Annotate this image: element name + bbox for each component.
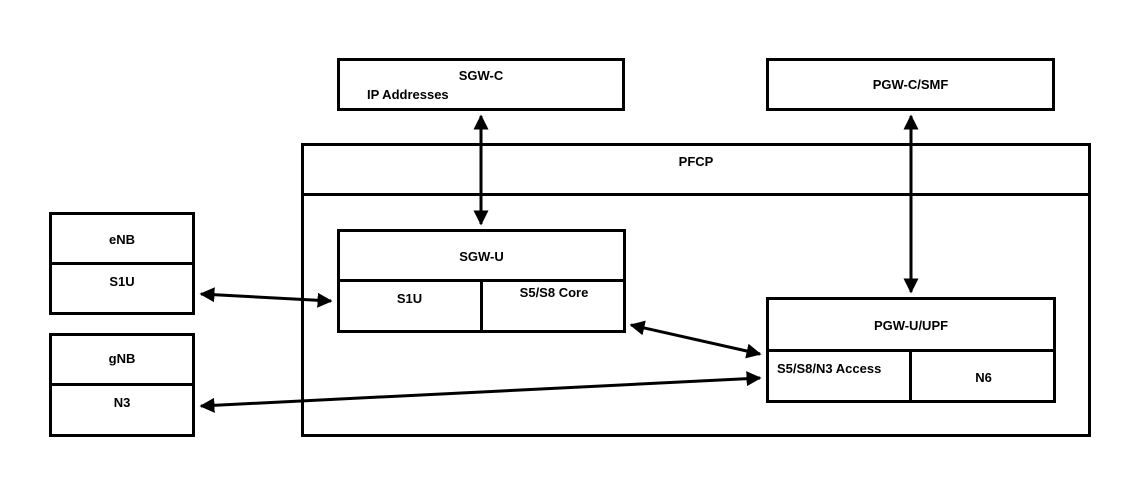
enb-title: eNB [108, 232, 135, 247]
enb-divider [49, 262, 195, 265]
pgw-c-box [766, 58, 1055, 111]
sgw-u-left-interface: S1U [396, 291, 423, 306]
pfcp-divider [301, 193, 1091, 196]
sgw-c-subtitle: IP Addresses [367, 87, 449, 102]
gnb-divider [49, 383, 195, 386]
pgw-u-right-interface: N6 [975, 370, 992, 385]
sgw-u-split [480, 279, 483, 333]
gnb-interface: N3 [113, 395, 131, 410]
gnb-title: gNB [108, 351, 136, 366]
sgw-c-box [337, 58, 625, 111]
enb-interface: S1U [109, 274, 135, 289]
pfcp-label: PFCP [678, 154, 714, 169]
pgw-u-title: PGW-U/UPF [873, 318, 949, 333]
sgw-c-title: SGW-C [458, 68, 504, 83]
sgw-u-right-interface: S5/S8 Core [519, 285, 589, 300]
pgw-c-title: PGW-C/SMF [872, 77, 949, 92]
pgw-u-left-interface: S5/S8/N3 Access [777, 361, 882, 376]
pgw-u-split [909, 349, 912, 403]
sgw-u-title: SGW-U [459, 249, 504, 264]
